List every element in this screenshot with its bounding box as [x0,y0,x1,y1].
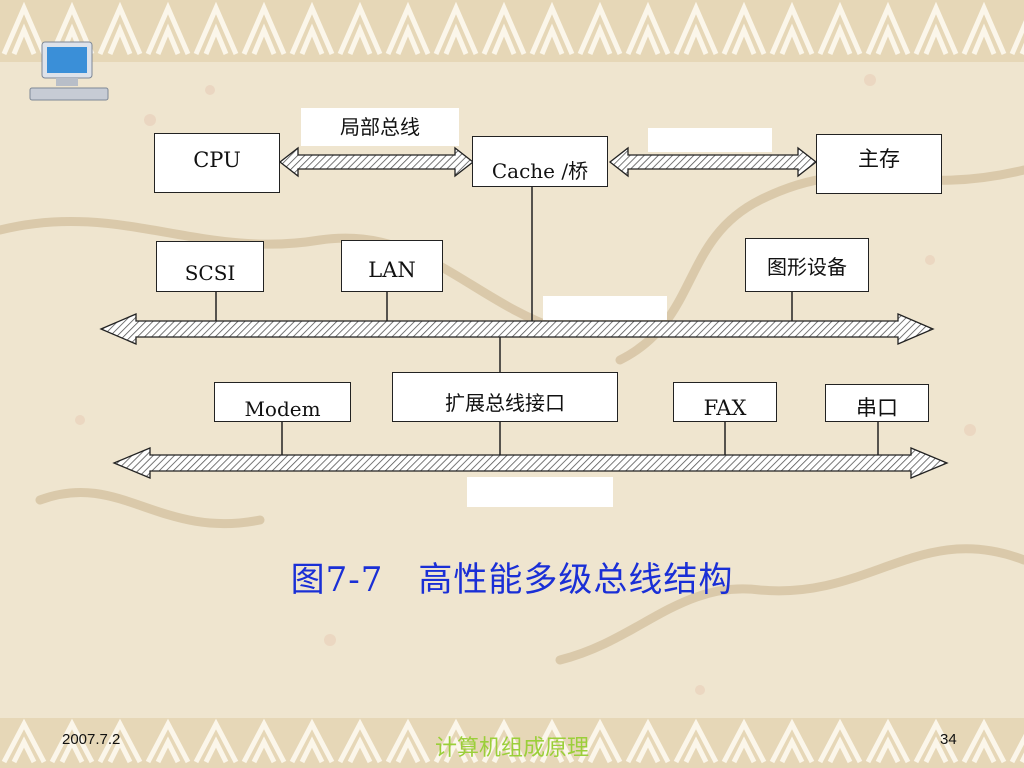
bottom-border [0,718,1024,768]
footer-date: 2007.7.2 [62,731,121,748]
top-border-pattern [0,0,1024,62]
blank-label-memory-bus [648,128,772,152]
cache-bridge-box: Cache /桥 [472,136,608,187]
cpu-box: CPU [154,133,280,193]
bottom-border-pattern [0,718,1024,768]
footer-course-title: 计算机组成原理 [434,736,589,761]
lan-box: LAN [341,240,443,292]
fax-box: FAX [673,382,777,422]
expansion-interface-box: 扩展总线接口 [392,372,618,422]
blank-label-system-bus [543,296,667,320]
modem-box: Modem [214,382,351,422]
system-bus-arrow [99,313,935,345]
local-bus-arrow [278,146,475,178]
main-memory-box: 主存 [816,134,942,194]
local-bus-label: 局部总线 [301,108,459,146]
serial-port-box: 串口 [825,384,929,422]
memory-bus-arrow [608,146,818,178]
blank-label-expansion-bus [467,477,613,507]
scsi-box: SCSI [156,241,264,292]
expansion-bus-arrow [112,447,949,479]
top-border [0,0,1024,62]
figure-caption: 图7-7 高性能多级总线结构 [290,560,734,600]
graphics-box: 图形设备 [745,238,869,292]
footer-page-number: 34 [940,731,957,748]
computer-terminal-icon [29,41,109,101]
